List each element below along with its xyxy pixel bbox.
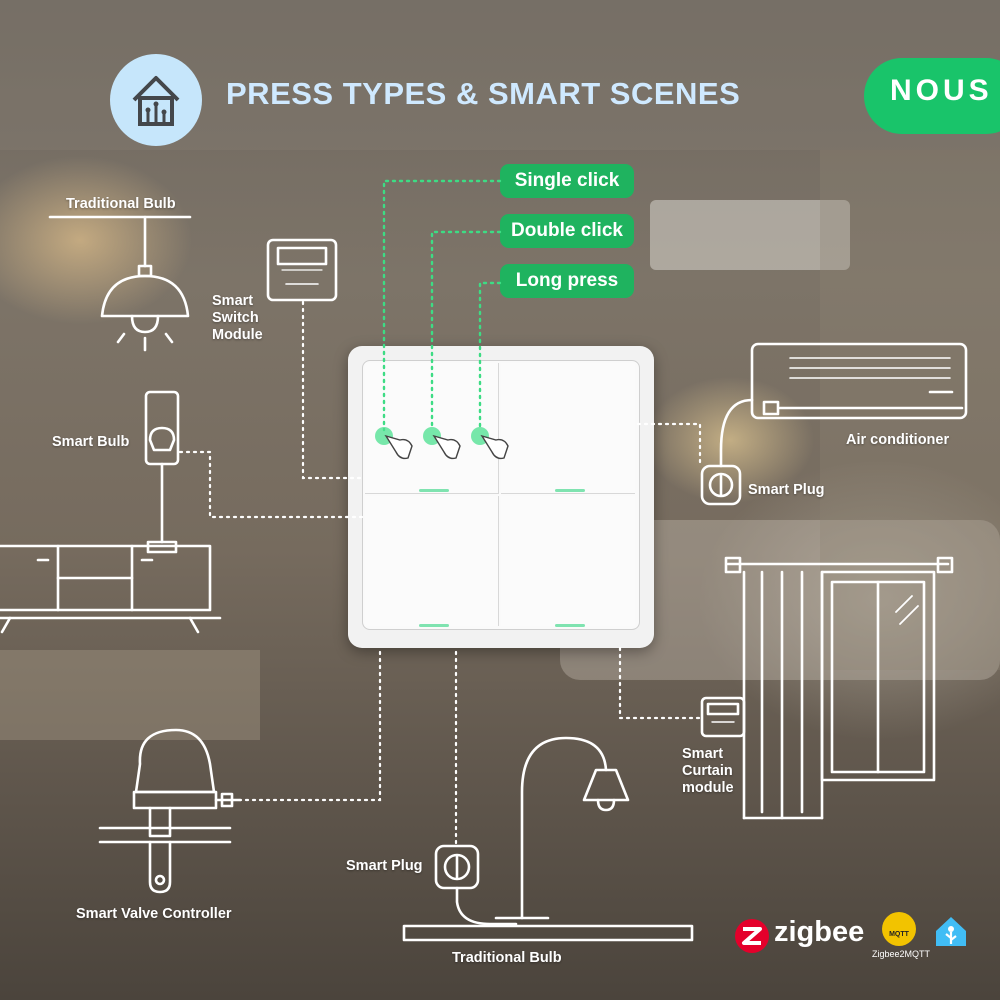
smart-plug-icon	[700, 398, 754, 506]
switch-panel	[362, 360, 640, 630]
smart-switch-module-label-line1: Smart	[212, 293, 254, 309]
hand-pointer-icon	[375, 427, 509, 460]
smart-curtain-module-label-line3: module	[682, 780, 734, 796]
switch-button-3[interactable]	[365, 496, 499, 626]
single-click-pill: Single click	[500, 164, 634, 198]
led-indicator	[555, 624, 585, 627]
air-conditioner-label: Air conditioner	[846, 432, 950, 448]
switch-button-2[interactable]	[501, 363, 635, 494]
led-indicator	[419, 489, 449, 492]
traditional-bulb-bottom-label: Traditional Bulb	[452, 950, 562, 966]
zigbee-wordmark: zigbee	[774, 916, 865, 948]
traditional-bulb-top-label: Traditional Bulb	[66, 196, 176, 212]
double-click-pill: Double click	[500, 214, 634, 248]
air-conditioner-icon	[750, 342, 968, 420]
smart-valve-controller-icon	[98, 728, 242, 894]
tv-cabinet-icon	[0, 544, 222, 634]
smart-curtain-module-label-line1: Smart	[682, 746, 724, 762]
curtain-window-icon	[724, 556, 954, 820]
table-icon	[402, 924, 694, 942]
long-press-pill: Long press	[500, 264, 634, 298]
brand-logo: NOUS	[864, 58, 1000, 134]
zigbee-icon	[735, 919, 769, 953]
smart-plug-right-label: Smart Plug	[748, 482, 825, 498]
zigbee2mqtt-text: Zigbee2MQTT	[872, 949, 931, 959]
smart-plug-bottom-icon	[434, 844, 518, 926]
switch-button-4[interactable]	[501, 496, 635, 626]
smart-bulb-label: Smart Bulb	[52, 434, 130, 450]
smart-switch-module-label-line2: Switch	[212, 310, 259, 326]
smart-bulb-icon	[144, 390, 180, 554]
zigbee-logo: zigbee	[734, 916, 874, 954]
smart-switch-module-icon	[266, 238, 338, 302]
desk-lamp-icon	[494, 736, 630, 920]
mqtt-badge-text: MQTT	[889, 931, 909, 938]
smart-switch-module-label-line3: Module	[212, 327, 263, 343]
page-title: PRESS TYPES & SMART SCENES	[226, 76, 741, 111]
led-indicator	[555, 489, 585, 492]
smart-valve-controller-label: Smart Valve Controller	[76, 906, 232, 922]
smart-curtain-module-icon	[700, 696, 746, 738]
smart-plug-bottom-label: Smart Plug	[346, 858, 423, 874]
smart-home-icon	[110, 54, 202, 146]
home-assistant-icon	[934, 914, 968, 948]
smart-curtain-module-label-line2: Curtain	[682, 763, 733, 779]
zigbee2mqtt-logo: MQTT Zigbee2MQTT	[872, 912, 934, 962]
led-indicator	[419, 624, 449, 627]
mqtt-badge-icon: MQTT	[882, 912, 916, 946]
pendant-lamp-icon	[48, 215, 192, 352]
